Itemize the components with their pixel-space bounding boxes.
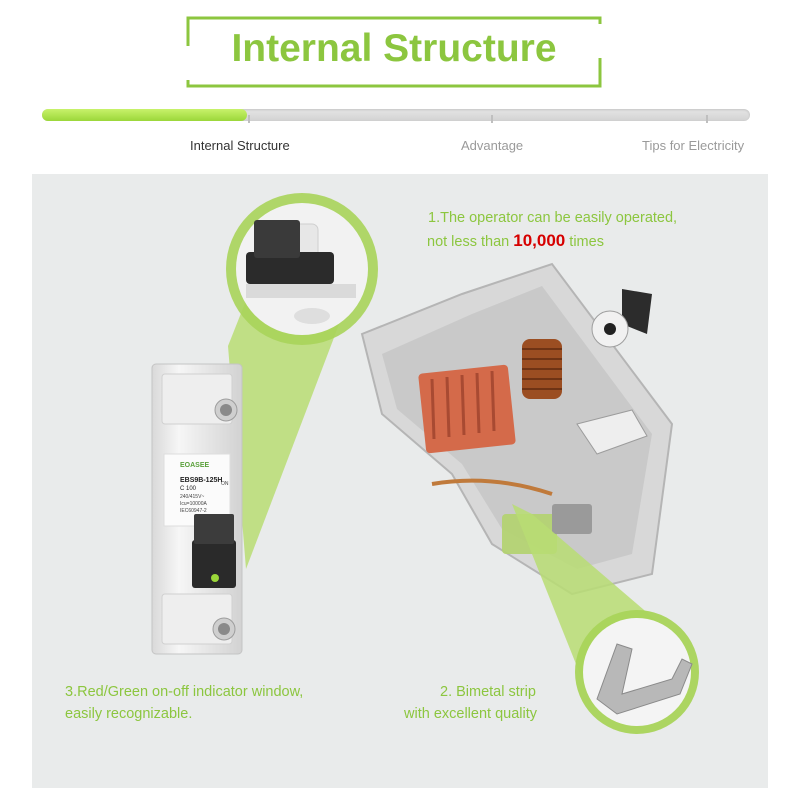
title-frame (186, 16, 602, 88)
page-title: Internal Structure (231, 27, 557, 70)
caption-bimetal-line1: 2. Bimetal strip (440, 684, 536, 700)
breaker-toggle (192, 540, 236, 588)
breaker-on-label: ON (221, 481, 229, 487)
breaker-brand: EOASEE (180, 462, 210, 469)
operator-count: 10,000 (513, 231, 566, 250)
internal-view (360, 262, 674, 596)
caption-indicator-line1: 3.Red/Green on-off indicator window, (65, 684, 304, 700)
zoom-detail-right (583, 618, 691, 726)
breaker-rating: C 100 (180, 486, 197, 492)
indicator-window (211, 574, 219, 582)
caption-operator-line1: 1.The operator can be easily operated, (428, 210, 678, 226)
breaker-standard: IEC60947-2 (180, 508, 207, 514)
breaker-voltage: 240/415V~ (180, 494, 205, 500)
progress-tick (491, 115, 493, 123)
breaker-model: EBS9B-125H (180, 477, 223, 484)
caption-operator-line2: not less than 10,000 times (427, 231, 604, 250)
progress-track (42, 109, 750, 121)
progress-tick (706, 115, 708, 123)
tab-tips-for-electricity[interactable]: Tips for Electricity (642, 138, 745, 153)
caption-indicator-line2: easily recognizable. (65, 706, 193, 722)
breaker-breaking: Icu=10000A (180, 501, 207, 507)
progress-tick (248, 115, 250, 123)
progress-fill (42, 109, 248, 121)
operating-lever (622, 289, 652, 334)
product-illustration (151, 193, 699, 734)
caption-bimetal-line2: with excellent quality (404, 706, 537, 722)
tab-internal-structure[interactable]: Internal Structure (190, 138, 290, 153)
tab-advantage[interactable]: Advantage (461, 138, 524, 153)
